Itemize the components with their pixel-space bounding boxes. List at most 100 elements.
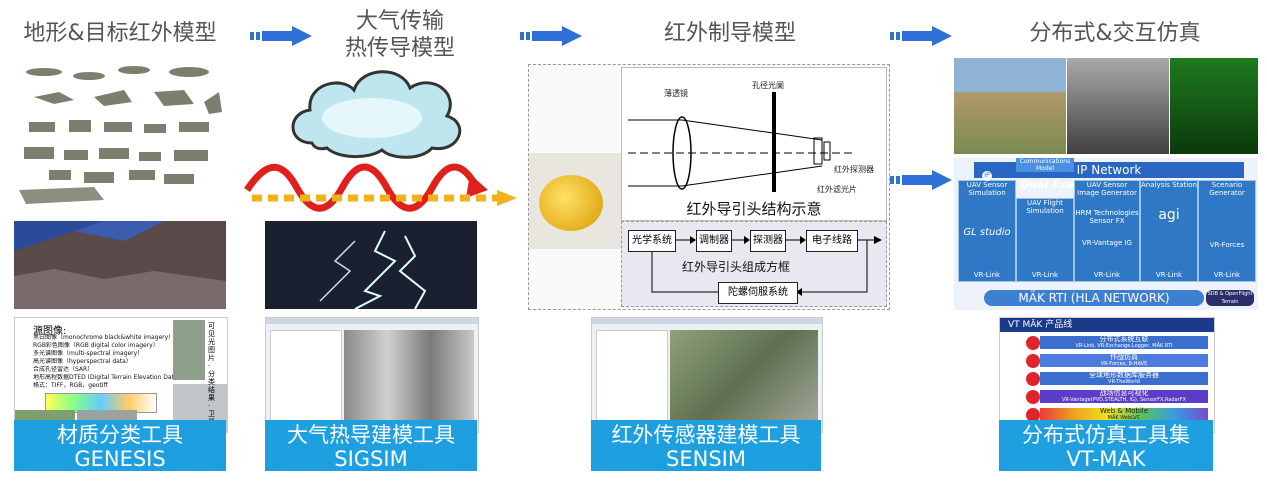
mak-row-web: Web & Mobile MÄK WebLVC bbox=[1040, 408, 1208, 421]
cloud-icon bbox=[291, 70, 462, 159]
rti-node-scenario: Scenario Generator VR-Forces VR-Link bbox=[1198, 180, 1256, 282]
sim-view-terrain bbox=[954, 58, 1066, 154]
seeker-diagram-panel: 薄透镜 孔径光阑 红外探测器 红外滤光片 红外导引头结构示意 光学系统 调制器 … bbox=[528, 64, 890, 310]
flow-arrow-icon bbox=[520, 26, 582, 46]
vr-link-label: VR-Link bbox=[1031, 271, 1059, 279]
genesis-side-text: 可见光图片 · 分类结果 · 卫星图片 bbox=[208, 322, 215, 432]
gl-studio-logo: GL studio bbox=[963, 227, 1011, 238]
flow-arrow-icon bbox=[250, 26, 312, 46]
rti-node-flight-sim: UAV Flight Simulation VR-Link bbox=[1016, 198, 1074, 282]
source-image-line: RGB彩色图像（RGB digital color imagery） bbox=[33, 342, 159, 349]
heading-distributed: 分布式&交互仿真 bbox=[1029, 21, 1201, 46]
source-image-line: 合成孔径雷达（SAR） bbox=[33, 366, 94, 373]
block-optical-system: 光学系统 bbox=[628, 230, 676, 252]
caption-sensim: 红外传感器建模工具 SENSIM bbox=[591, 420, 821, 471]
lens-icon bbox=[539, 175, 603, 231]
comm-model-label: Communications Model bbox=[1016, 158, 1074, 172]
caption-line2: SENSIM bbox=[666, 447, 746, 471]
source-image-line: 地形高程数据DTED (Digital Terrain Elevation Da… bbox=[33, 374, 173, 381]
heat-wave-icon bbox=[244, 163, 517, 212]
block-detector: 探测器 bbox=[750, 230, 786, 252]
mak-row-label: 全球地形数据库服务器 bbox=[1089, 371, 1159, 379]
filter-label: 红外滤光片 bbox=[817, 185, 857, 194]
mak-icon-3 bbox=[1026, 372, 1040, 386]
rti-label-bar: MÄK RTI (HLA NETWORK) bbox=[984, 290, 1204, 306]
rti-node-title: Scenario Generator bbox=[1209, 181, 1245, 197]
mak-row-sub: MÄK WebLVC bbox=[1107, 415, 1141, 421]
mak-row-terrain-server: 全球地形数据库服务器 VR-TheWorld bbox=[1040, 372, 1208, 385]
mak-row-label: 作战仿真 bbox=[1110, 353, 1138, 361]
caption-line1: 材质分类工具 bbox=[57, 423, 183, 447]
caption-line2: SIGSIM bbox=[334, 447, 408, 471]
mak-icon-5 bbox=[1026, 408, 1040, 422]
block-gyro-servo: 陀螺伺服系统 bbox=[718, 282, 798, 304]
mak-icon-column bbox=[1026, 336, 1040, 428]
genesis-thumb-runway bbox=[173, 320, 205, 380]
rti-node-image-generator: UAV Sensor Image Generator HRM Technolog… bbox=[1074, 180, 1140, 282]
optics-schematic bbox=[628, 92, 852, 192]
caption-line1: 大气热导建模工具 bbox=[287, 423, 455, 447]
mak-icon-4 bbox=[1026, 390, 1040, 404]
source-image-title: 源图像: bbox=[33, 326, 67, 337]
satellite-image bbox=[14, 221, 226, 309]
source-image-line: 格式：TIFF，RGB，geotiff bbox=[33, 382, 108, 389]
vr-link-label: VR-Link bbox=[1093, 271, 1121, 279]
heading-atmosphere-line1: 大气传输 bbox=[355, 9, 444, 34]
mak-row-visualization: 战场信息可视化 VR-Vantage(PVD,STEALTH, IG), Sen… bbox=[1040, 390, 1208, 403]
ip-network-bar: IP Network bbox=[974, 162, 1244, 178]
targets-collage bbox=[19, 66, 222, 204]
lightning-image bbox=[265, 221, 477, 309]
rti-node-title: UAV Sensor Image Generator bbox=[1077, 181, 1137, 197]
source-image-line: 多光谱图像（multi-spectral imagery） bbox=[33, 350, 144, 357]
detector-label: 红外探测器 bbox=[834, 165, 874, 174]
rti-network-diagram: IP Network Communications Model Qual Exa… bbox=[954, 158, 1258, 310]
vr-forces-label: VR-Forces bbox=[1209, 241, 1245, 249]
heading-atmosphere-line2: 热传导模型 bbox=[344, 36, 455, 61]
vr-link-label: VR-Link bbox=[1213, 271, 1241, 279]
sim-view-ir bbox=[1067, 58, 1169, 154]
mak-row-label: 分布式系统互联 bbox=[1099, 335, 1149, 343]
heading-ir-guidance: 红外制导模型 bbox=[663, 21, 796, 46]
rti-node-analysis: Analysis Station agi VR-Link bbox=[1140, 180, 1198, 282]
lens-photo bbox=[529, 153, 621, 249]
caption-line2: GENESIS bbox=[74, 447, 166, 471]
sensor-fx-logo: HRM Technologies Sensor FX bbox=[1075, 209, 1139, 225]
sigsim-tree-pane bbox=[270, 330, 342, 428]
caption-line1: 红外传感器建模工具 bbox=[611, 423, 801, 447]
lens-label: 薄透镜 bbox=[664, 89, 688, 98]
sensim-view-pane bbox=[670, 330, 818, 426]
caption-line1: 分布式仿真工具集 bbox=[1022, 423, 1190, 447]
mak-row-label: 战场信息可视化 bbox=[1099, 389, 1149, 397]
rti-node-title: Analysis Station bbox=[1141, 181, 1197, 189]
structure-caption: 红外导引头结构示意 bbox=[686, 200, 822, 218]
rti-node-title: UAV Flight Simulation bbox=[1026, 199, 1064, 215]
aperture-label: 孔径光阑 bbox=[752, 81, 784, 90]
sigsim-image-pane bbox=[344, 330, 474, 426]
qual-exata-logo: Qual Exata bbox=[1020, 178, 1087, 191]
source-image-list: 黑白图像（monochrome black&white imagery）RGB彩… bbox=[33, 334, 173, 390]
block-diagram-caption: 红外导引头组成方框 bbox=[682, 260, 791, 274]
caption-line2: VT-MAK bbox=[1066, 447, 1146, 471]
flow-arrow-icon bbox=[890, 170, 952, 190]
source-image-line: 黑白图像（monochrome black&white imagery） bbox=[33, 334, 173, 341]
caption-sigsim: 大气热导建模工具 SIGSIM bbox=[265, 420, 477, 471]
mak-row-label: Web & Mobile bbox=[1099, 407, 1149, 415]
heading-atmosphere: 大气传输 热传导模型 bbox=[310, 8, 490, 62]
mak-row-sub: VR-TheWorld bbox=[1108, 379, 1140, 385]
mak-icon-2 bbox=[1026, 354, 1040, 368]
agi-logo: agi bbox=[1158, 207, 1180, 223]
source-image-line: 高光谱图像（hyperspectral data） bbox=[33, 358, 132, 365]
block-electronics: 电子线路 bbox=[806, 230, 858, 252]
sensim-tree-pane bbox=[596, 330, 668, 428]
mak-row-sub: VR-Vantage(PVD,STEALTH, IG), SensorFX,Ra… bbox=[1062, 397, 1186, 403]
block-modulator: 调制器 bbox=[696, 230, 732, 252]
caption-vtmak: 分布式仿真工具集 VT-MAK bbox=[999, 420, 1213, 471]
heading-terrain-target: 地形&目标红外模型 bbox=[23, 21, 217, 46]
ip-tag: IP bbox=[982, 171, 992, 181]
sim-view-nightvision bbox=[1170, 58, 1258, 154]
sigsim-screenshot bbox=[265, 317, 479, 433]
mak-icon-1 bbox=[1026, 336, 1040, 350]
terrain-badge: SDB & OpenFlight Terrain bbox=[1206, 290, 1254, 306]
mak-row-sub: VR-Forces, B-HAVE bbox=[1100, 361, 1148, 367]
rti-node-sensor-sim: UAV Sensor Simulation GL studio VR-Link bbox=[958, 180, 1016, 282]
